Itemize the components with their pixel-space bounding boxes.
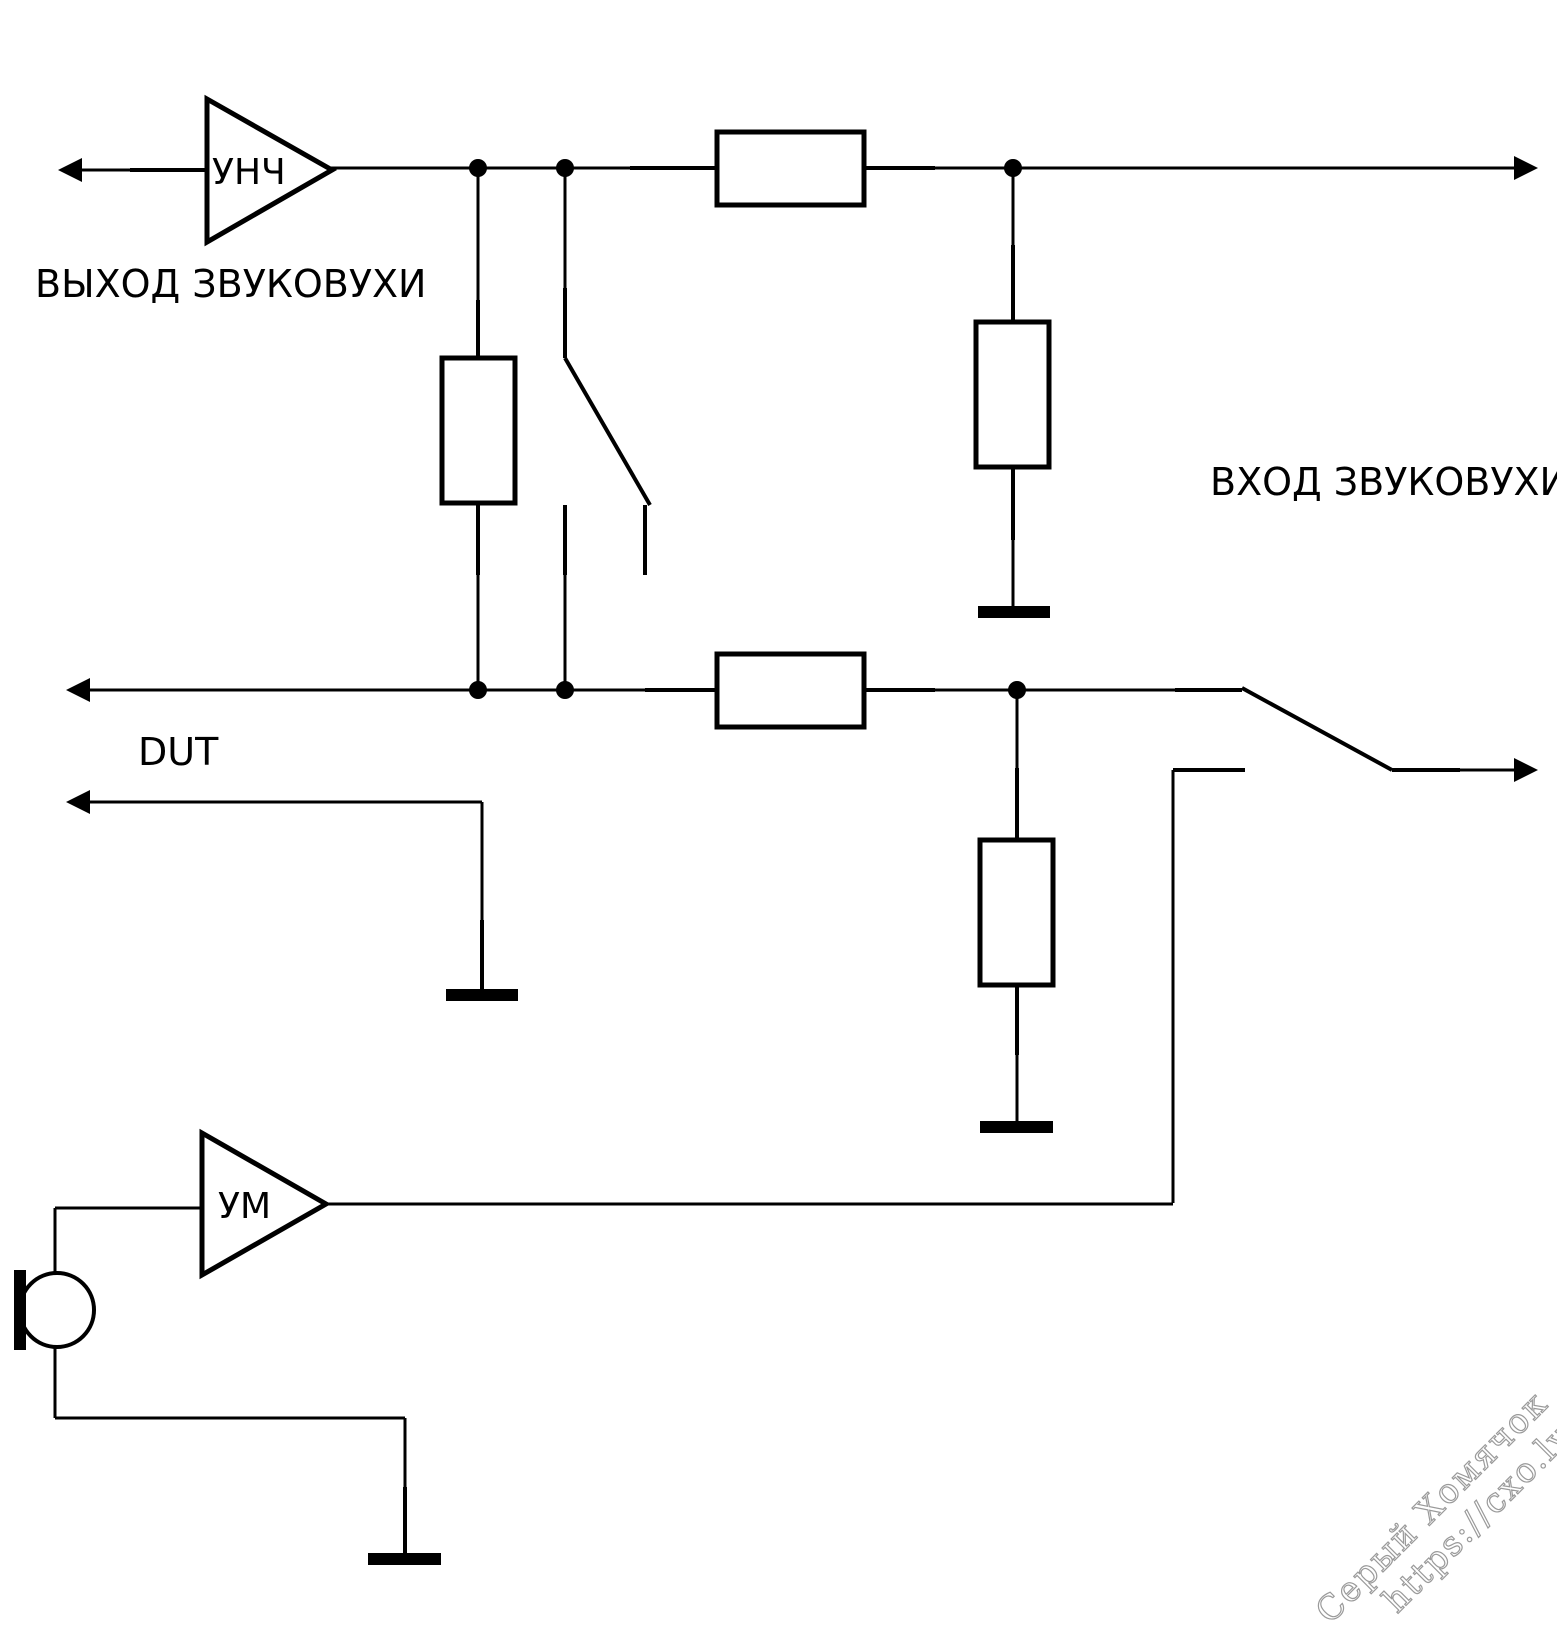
watermark-author: Серый Хомячок — [1308, 1383, 1556, 1631]
resistor-r1 — [439, 355, 518, 506]
resistor-r2 — [714, 129, 867, 208]
junction-dot — [556, 159, 574, 177]
shunt-bottom — [977, 690, 1056, 1133]
junction-dot — [469, 681, 487, 699]
microphone-icon — [18, 1271, 96, 1349]
arrow-left-top — [58, 158, 82, 182]
arrow-left-dut — [66, 790, 90, 814]
watermark: Серый Хомячок https://cxo.lv — [1307, 1382, 1557, 1632]
junction-dot — [469, 159, 487, 177]
microphone-circuit: УМ — [14, 1128, 1173, 1565]
junctions — [469, 159, 1026, 699]
switch-s1 — [563, 168, 652, 690]
resistor-r4 — [714, 651, 867, 730]
junction-dot — [556, 681, 574, 699]
junction-dot — [1004, 159, 1022, 177]
amplifier-um — [199, 1128, 332, 1280]
junction-dot — [1008, 681, 1026, 699]
dut-ground-line — [66, 790, 518, 1001]
amp-bottom-label: УМ — [218, 1186, 271, 1227]
middle-rail — [66, 651, 1242, 730]
amplifier-unch: УНЧ — [204, 94, 338, 247]
soundcard-input-label: ВХОД ЗВУКОВУХИ — [1210, 460, 1557, 504]
arrow-right-top — [1514, 156, 1538, 180]
shunt-top — [973, 168, 1052, 618]
amp-top-label: УНЧ — [212, 152, 286, 193]
branch-resistor-left — [439, 168, 518, 690]
dut-label: DUT — [138, 730, 219, 774]
resistor-r3 — [973, 319, 1052, 470]
arrow-right-middle — [1514, 758, 1538, 782]
resistor-r5 — [977, 837, 1056, 988]
top-rail — [58, 156, 1538, 182]
switch-s2 — [1171, 686, 1538, 1203]
soundcard-output-label: ВЫХОД ЗВУКОВУХИ — [35, 262, 426, 306]
arrow-left-middle — [66, 678, 90, 702]
